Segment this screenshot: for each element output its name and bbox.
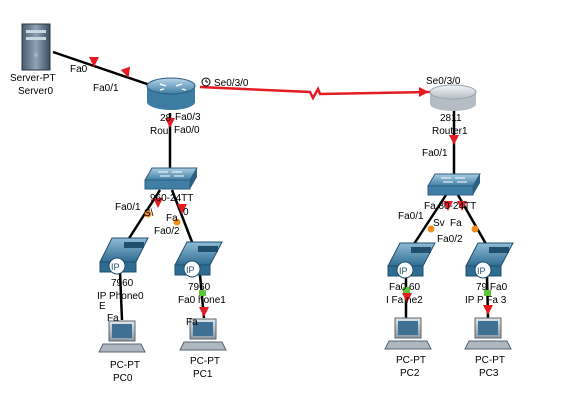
port-up-icon — [199, 307, 209, 317]
port-blocking-icon — [173, 218, 181, 226]
ip-phone-icon: IP — [465, 242, 514, 279]
router0-type-label: 28 — [160, 113, 172, 124]
port-green-icon — [484, 290, 491, 296]
router-icon — [429, 84, 477, 111]
phone0[interactable]: IP 7960 IP Phone0 — [97, 237, 149, 302]
port-label-sw1-fa01: Fa0/1 — [398, 211, 424, 222]
link-switch0-phone1[interactable] — [170, 189, 194, 243]
ip-phone-icon: IP — [99, 237, 149, 275]
pc3[interactable]: PC-PT PC3 — [464, 317, 512, 379]
pc2[interactable]: PC-PT PC2 — [384, 317, 432, 379]
port-blocking-icon — [427, 225, 435, 233]
ip-phone-icon: IP — [387, 242, 436, 279]
switch1[interactable]: Fa 80-24TT — [424, 173, 481, 212]
router1[interactable]: 2811 Router1 — [429, 84, 477, 137]
pc2-name-label: PC2 — [400, 368, 420, 379]
port-green-icon — [199, 290, 206, 296]
switch0[interactable]: 960-24TT — [144, 167, 198, 204]
link-serial-router0-router1[interactable] — [199, 85, 431, 101]
port-label-sw0-fa01: Fa0/1 — [115, 202, 141, 213]
phone3[interactable]: IP 79 Fa0 IP P Fa 3 — [465, 242, 514, 306]
server0-type-label: Server-PT — [10, 73, 56, 84]
port-label-router0-se030: Se0/3/0 — [214, 78, 249, 89]
phone2[interactable]: IP Fa0 60 I Fa ne2 — [386, 242, 436, 306]
pc-icon — [464, 317, 512, 350]
port-label-sw1-fa: Fa — [450, 218, 462, 229]
router1-type-label: 2811 — [440, 113, 462, 124]
phone0-name-label: IP Phone0 — [97, 291, 144, 302]
pc0[interactable]: PC-PT PC0 — [98, 320, 146, 384]
server0[interactable]: Server-PT Server0 — [10, 23, 56, 97]
pc0-type-label: PC-PT — [110, 360, 140, 371]
port-label-router1-se030: Se0/3/0 — [426, 76, 461, 87]
svg-text:IP: IP — [186, 265, 195, 275]
pc-icon — [98, 320, 146, 353]
switch-icon — [427, 173, 481, 196]
svg-text:IP: IP — [111, 262, 120, 272]
port-indicators-green — [199, 287, 491, 296]
link-switch1-phone2[interactable] — [412, 194, 448, 245]
pc2-type-label: PC-PT — [396, 355, 426, 366]
port-up-icon — [483, 305, 493, 315]
svg-text:IP: IP — [477, 266, 486, 276]
pc1-type-label: PC-PT — [190, 356, 220, 367]
port-label-router0-fa01: Fa0/1 — [93, 83, 119, 94]
phone2-port-label: Fa0 — [389, 282, 407, 293]
server-icon — [21, 23, 51, 71]
port-label-phone0-e: E — [99, 301, 106, 312]
phone0-type-label: 7960 — [111, 278, 134, 289]
port-label-server-fa0: Fa0 — [70, 64, 88, 75]
phone1-name-label: Fa0 hone1 — [178, 295, 226, 306]
pc1[interactable]: PC-PT PC1 — [179, 318, 227, 380]
pc1-name-label: PC1 — [193, 369, 213, 380]
router0[interactable]: 28 Rou — [146, 77, 196, 137]
router0-name-label: Rou — [150, 126, 168, 137]
port-label-sw0-fa02: Fa0/2 — [154, 226, 180, 237]
phone1[interactable]: IP 7960 Fa0 hone1 — [174, 241, 226, 306]
pc0-name-label: PC0 — [113, 373, 133, 384]
port-label-router0-fa03: Fa0/3 — [175, 112, 201, 123]
port-blocking-icon — [471, 225, 479, 233]
pc-icon — [179, 318, 227, 351]
port-up-icon — [419, 87, 429, 97]
pc3-type-label: PC-PT — [475, 355, 505, 366]
pc-icon — [384, 317, 432, 350]
clock-icon — [201, 77, 211, 87]
port-label-sw0-fa: Fa — [166, 213, 178, 224]
router-icon — [146, 77, 196, 110]
port-label-router0-fa00: Fa0/0 — [174, 125, 200, 136]
port-label-router1-fa01: Fa0/1 — [422, 148, 448, 159]
phone1-type-label: 7960 — [188, 282, 211, 293]
ip-phone-icon: IP — [174, 241, 223, 278]
port-label-phone0-fa: Fa — [107, 313, 119, 324]
phone2-name-label: I Fa ne2 — [386, 295, 423, 306]
link-phone0-pc0[interactable] — [118, 271, 124, 321]
switch0-type-label: 960-24TT — [150, 193, 193, 204]
port-blocking-icon — [144, 210, 152, 218]
port-label-sw0-s: S\ — [144, 208, 154, 219]
link-server-router0[interactable] — [52, 50, 151, 87]
phone2-type-label: 60 — [409, 282, 421, 293]
phone3-type-label: 79 Fa0 — [476, 282, 508, 293]
svg-text:IP: IP — [399, 266, 408, 276]
port-green-icon — [403, 287, 410, 293]
port-indicators-orange — [144, 210, 479, 233]
router1-name-label: Router1 — [432, 126, 468, 137]
switch-icon — [144, 167, 198, 190]
port-labels: Fa0 Fa0/1 Se0/3/0 Se0/3/0 Fa0/3 Fa0/0 Fa… — [70, 64, 463, 328]
server0-name-label: Server0 — [18, 86, 53, 97]
port-label-sw0-0: 0 — [183, 207, 189, 218]
phone3-name-label: IP P Fa 3 — [465, 295, 507, 306]
port-label-sw1-fa02: Fa0/2 — [437, 234, 463, 245]
port-label-sw1-sv: Sv — [433, 218, 445, 229]
switch1-type-label: Fa 80-24TT — [424, 201, 476, 212]
pc3-name-label: PC3 — [479, 368, 499, 379]
port-label-phone1-fa: Fa — [186, 317, 198, 328]
